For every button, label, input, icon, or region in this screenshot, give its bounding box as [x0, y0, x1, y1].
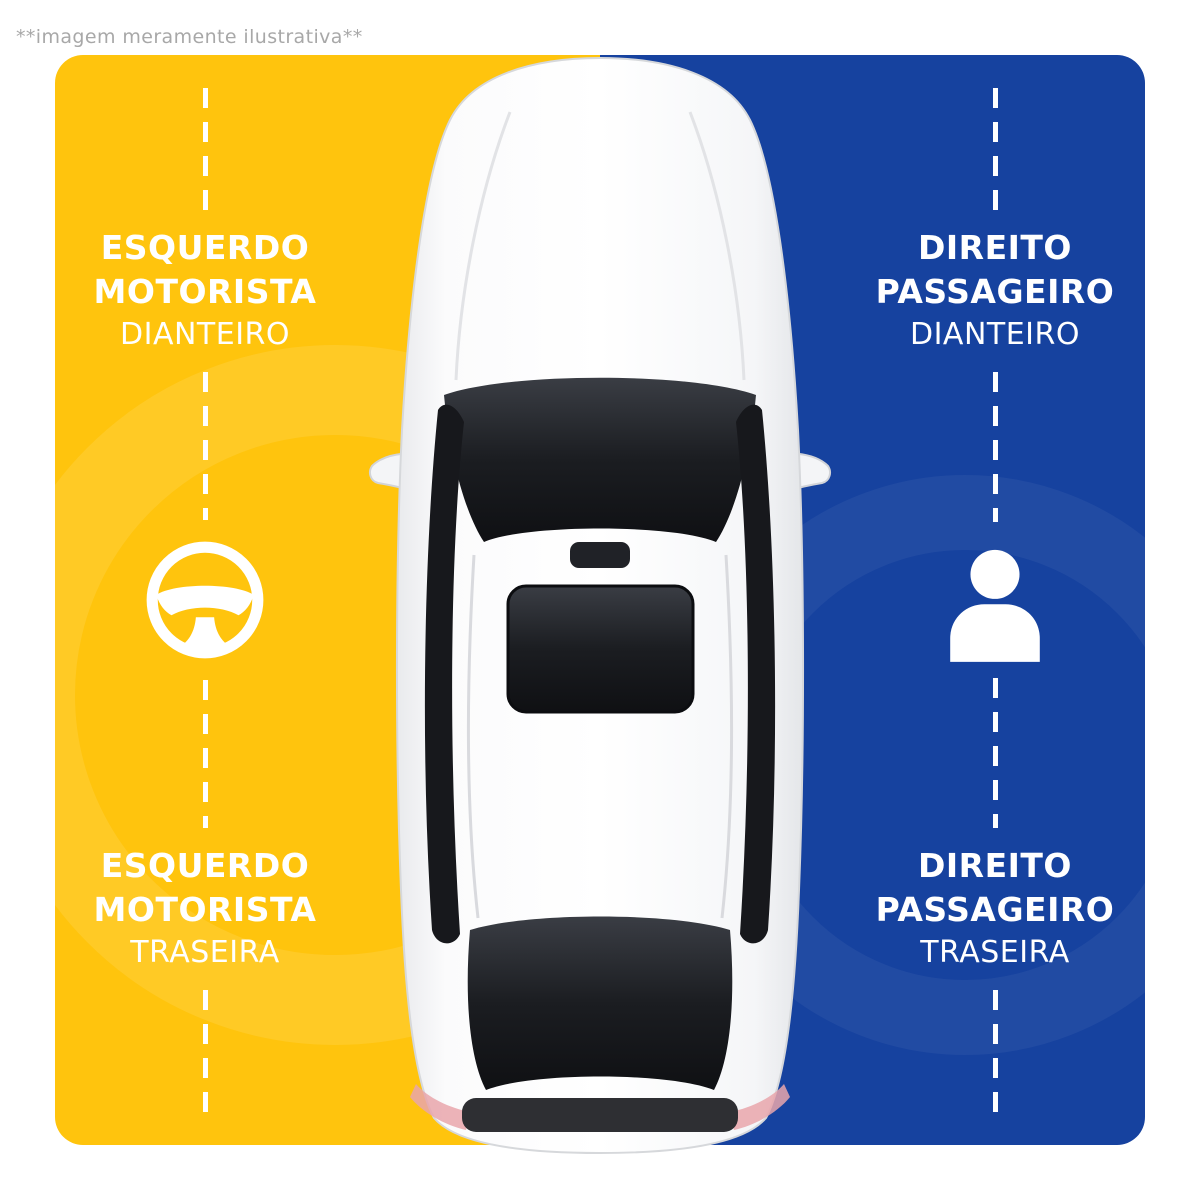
taillights [410, 1084, 790, 1130]
passenger-front-label: DIREITO PASSAGEIRO DIANTEIRO [876, 210, 1115, 372]
car-top-view-image [369, 56, 831, 1155]
passenger-rear-label: DIREITO PASSAGEIRO TRASEIRA [876, 828, 1115, 990]
sunroof [506, 584, 695, 714]
label-line: DIREITO [918, 228, 1072, 267]
cowl-detail [570, 542, 630, 568]
rear-window [467, 916, 733, 1090]
passenger-icon-box [931, 522, 1059, 678]
driver-front-label: ESQUERDO MOTORISTA DIANTEIRO [94, 210, 317, 372]
driver-icon-box [139, 520, 271, 680]
label-line: TRASEIRA [130, 935, 280, 970]
side-windows [424, 404, 776, 944]
dashed-guide-line [992, 88, 998, 210]
driver-rear-label: ESQUERDO MOTORISTA TRASEIRA [94, 828, 317, 990]
roof-rails [466, 554, 734, 919]
label-line: PASSAGEIRO [875, 272, 1115, 311]
dashed-guide-line [202, 88, 208, 210]
steering-wheel-icon [146, 541, 264, 659]
label-line: DIANTEIRO [909, 317, 1080, 352]
dashed-guide-line [992, 372, 998, 522]
label-line: MOTORISTA [93, 890, 317, 929]
label-line: PASSAGEIRO [875, 890, 1115, 929]
hood-creases [454, 111, 746, 381]
label-line: MOTORISTA [93, 272, 317, 311]
dashed-guide-line [992, 678, 998, 828]
label-line: DIANTEIRO [120, 317, 290, 352]
dashed-guide-line [202, 680, 208, 828]
passenger-guide-column: DIREITO PASSAGEIRO DIANTEIRO DIREITO PAS… [840, 88, 1150, 1112]
person-icon [950, 549, 1040, 662]
label-line: TRASEIRA [920, 935, 1070, 970]
dashed-guide-line [202, 372, 208, 520]
label-line: ESQUERDO [100, 228, 310, 267]
disclaimer-text: **imagem meramente ilustrativa** [16, 26, 363, 48]
label-line: DIREITO [918, 846, 1072, 885]
label-line: ESQUERDO [100, 846, 310, 885]
driver-guide-column: ESQUERDO MOTORISTA DIANTEIRO ESQUERDO MO… [50, 88, 360, 1112]
rear-bumper-strip [462, 1098, 738, 1132]
dashed-guide-line [202, 990, 208, 1112]
windshield [444, 377, 756, 542]
dashed-guide-line [992, 990, 998, 1112]
